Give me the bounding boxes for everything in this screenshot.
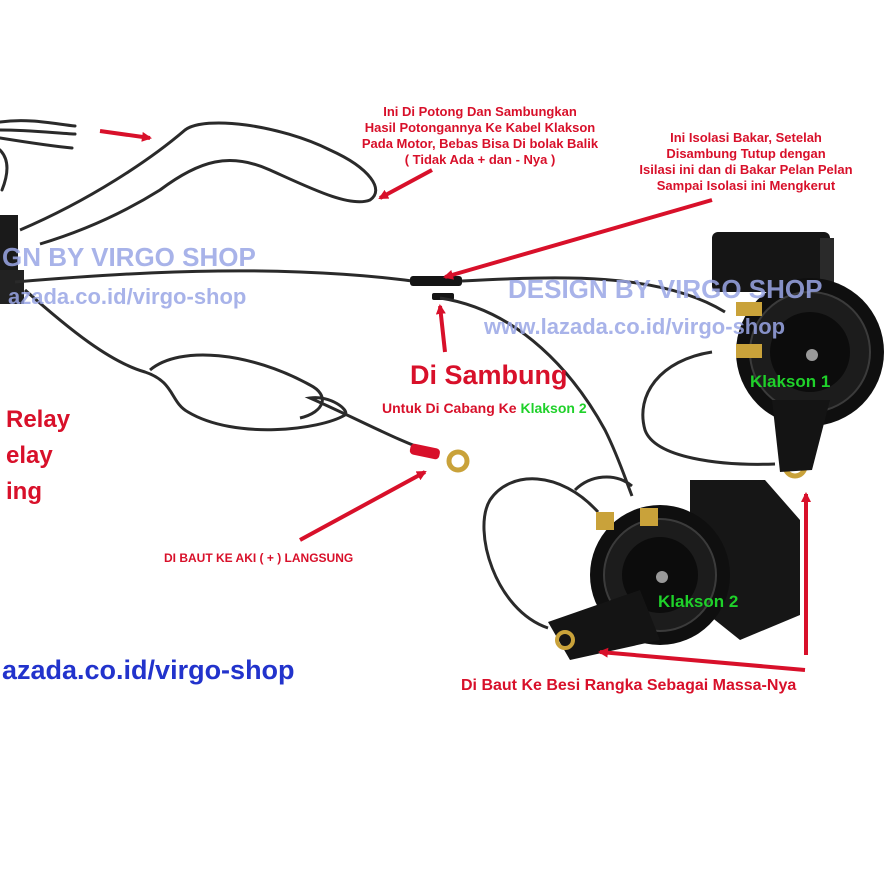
relay-text-line-1: Relay bbox=[6, 406, 71, 433]
branch-note: Untuk Di Cabang Ke Klakson 2 bbox=[382, 400, 587, 416]
bottom-url: azada.co.id/virgo-shop bbox=[2, 655, 295, 685]
battery-wire bbox=[24, 288, 433, 454]
arrow-battery bbox=[299, 470, 427, 542]
horn1-ground-wire bbox=[641, 350, 776, 466]
branch-note-prefix: Untuk Di Cabang Ke bbox=[382, 400, 517, 416]
watermark-url-left: azada.co.id/virgo-shop bbox=[8, 284, 247, 309]
relay-text-line-2: elay bbox=[6, 442, 53, 469]
note-insulation: Ini Isolasi Bakar, Setelah Disambung Tut… bbox=[606, 130, 886, 194]
arrow-cut bbox=[378, 168, 433, 200]
annotation-arrows bbox=[99, 129, 811, 672]
battery-wire-loop bbox=[149, 353, 324, 420]
watermark-design-left: GN BY VIRGO SHOP bbox=[2, 242, 256, 272]
note-cut-connect: Ini Di Potong Dan Sambungkan Hasil Poton… bbox=[330, 104, 630, 168]
relay-text-line-3: ing bbox=[6, 478, 42, 505]
note-insul-line-3: Isilasi ini dan di Bakar Pelan Pelan bbox=[639, 162, 853, 177]
relay-connector bbox=[0, 270, 24, 304]
note-cut-line-3: Pada Motor, Bebas Bisa Di bolak Balik bbox=[361, 136, 599, 151]
note-cut-line-1: Ini Di Potong Dan Sambungkan bbox=[383, 104, 577, 119]
arrow-ground-horn2 bbox=[598, 647, 806, 672]
note-insul-line-2: Disambung Tutup dengan bbox=[666, 146, 826, 161]
arrow-insulation bbox=[443, 198, 713, 280]
battery-note: DI BAUT KE AKI ( + ) LANGSUNG bbox=[164, 551, 354, 565]
horn1-body bbox=[712, 232, 884, 472]
horn2-label: Klakson 2 bbox=[658, 592, 739, 611]
relay-text: Relay elay ing bbox=[6, 402, 70, 510]
battery-ring-terminal bbox=[446, 449, 470, 473]
arrow-di-sambung bbox=[435, 304, 447, 353]
watermark-design-right: DESIGN BY VIRGO SHOP bbox=[508, 274, 823, 304]
arrow-top-left bbox=[99, 129, 152, 142]
ground-note: Di Baut Ke Besi Rangka Sebagai Massa-Nya bbox=[461, 677, 797, 694]
input-wires bbox=[0, 119, 77, 192]
horn1-label: Klakson 1 bbox=[750, 372, 831, 391]
loop-wire bbox=[19, 121, 378, 246]
battery-terminal-sleeve bbox=[409, 443, 440, 460]
note-insul-line-1: Ini Isolasi Bakar, Setelah bbox=[670, 130, 822, 145]
di-sambung-label: Di Sambung bbox=[410, 360, 568, 390]
branch-wire-horn2 bbox=[439, 296, 634, 497]
note-cut-line-4: ( Tidak Ada + dan - Nya ) bbox=[404, 152, 556, 167]
main-wire bbox=[14, 269, 413, 284]
note-cut-line-2: Hasil Potongannya Ke Kabel Klakson bbox=[364, 120, 596, 135]
horn2-body bbox=[548, 480, 800, 660]
wire-to-horn1 bbox=[461, 276, 726, 314]
watermark-url-right: www.lazada.co.id/virgo-shop bbox=[484, 314, 786, 339]
relay-box bbox=[0, 215, 18, 270]
horn2-feed-wire bbox=[573, 475, 633, 492]
horn2-loop-wire bbox=[482, 477, 600, 630]
branch-note-target: Klakson 2 bbox=[520, 400, 587, 416]
heat-shrink-sleeve bbox=[410, 276, 462, 286]
note-insul-line-4: Sampai Isolasi ini Mengkerut bbox=[656, 178, 836, 193]
